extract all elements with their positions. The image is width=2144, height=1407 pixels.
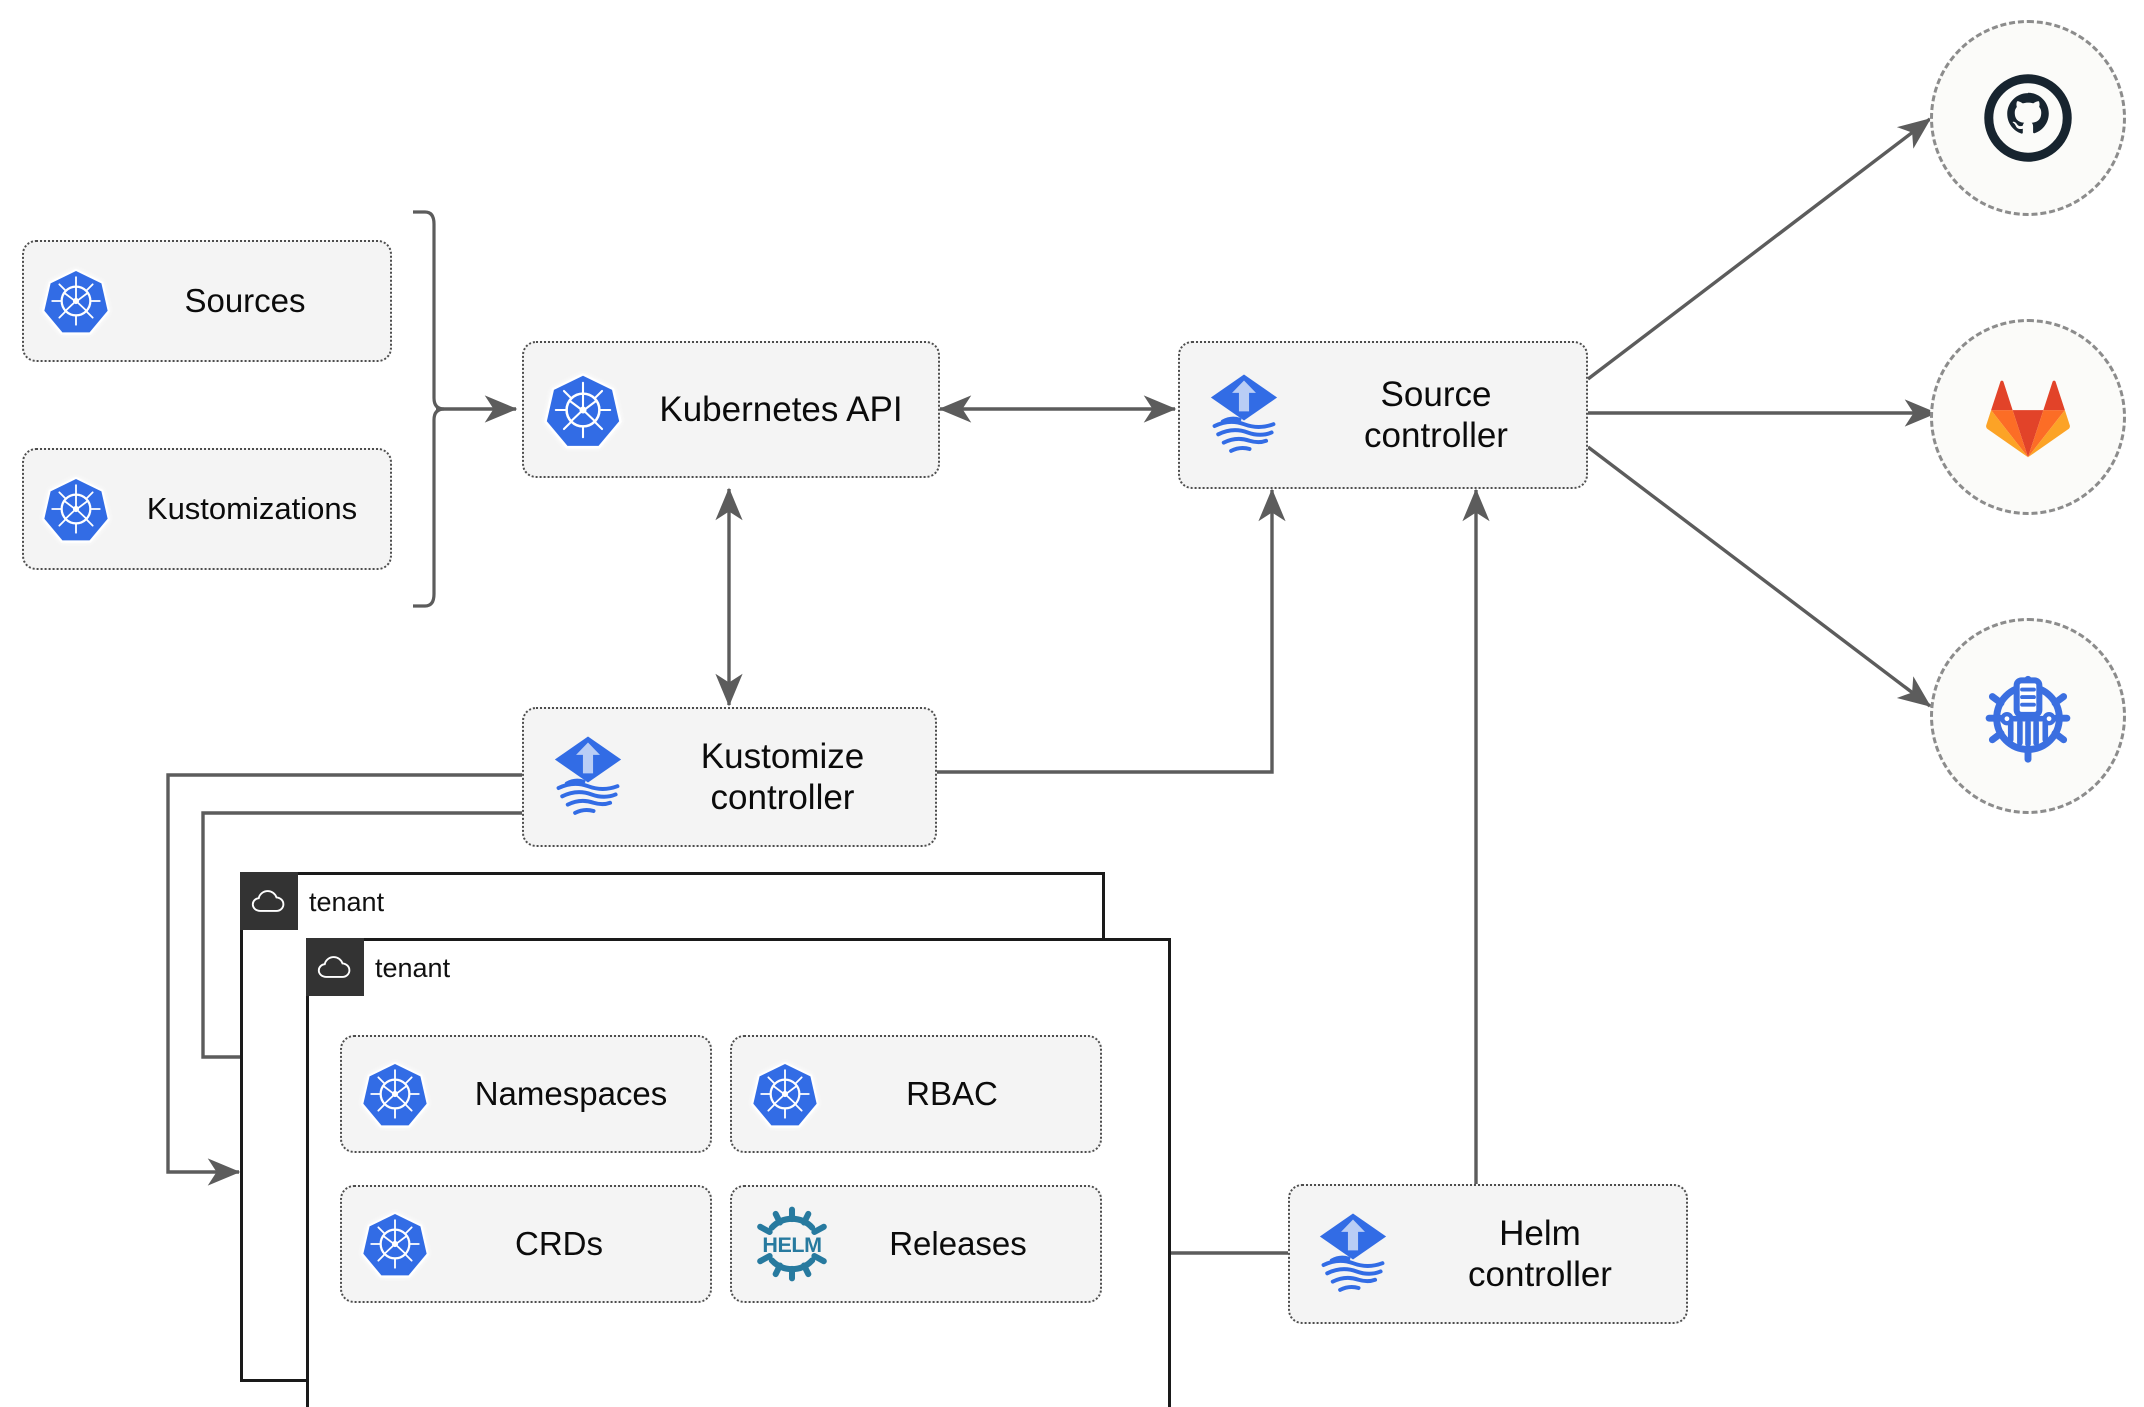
external-chartmuseum[interactable] xyxy=(1930,618,2126,814)
kubernetes-icon xyxy=(524,343,642,476)
tenant-tab-inner xyxy=(306,938,364,996)
card-kubernetes-api[interactable]: Kubernetes API xyxy=(522,341,940,478)
tenant-tab-outer xyxy=(240,872,298,930)
card-kustomizations[interactable]: Kustomizations xyxy=(22,448,392,570)
flux-icon xyxy=(1180,343,1308,487)
kubernetes-icon xyxy=(342,1037,448,1151)
card-kustomize-controller[interactable]: Kustomize controller xyxy=(522,707,937,847)
card-label: Releases xyxy=(889,1224,1027,1262)
card-label: Kubernetes API xyxy=(659,389,903,429)
edge-kustomize-to-source-controller xyxy=(937,488,1286,774)
cloud-icon xyxy=(251,888,287,914)
helm-icon: HELM xyxy=(732,1187,852,1301)
kubernetes-icon xyxy=(342,1187,448,1301)
edge-source-to-chartmuseum xyxy=(1586,445,1932,708)
edge-source-to-github xyxy=(1586,117,1932,381)
tenant-label: tenant xyxy=(375,953,451,983)
github-icon xyxy=(1975,65,2081,171)
kubernetes-icon xyxy=(24,450,128,568)
card-rbac[interactable]: RBAC xyxy=(730,1035,1102,1153)
card-label: Sources xyxy=(184,281,306,319)
flux-icon xyxy=(1290,1186,1416,1322)
cloud-icon xyxy=(317,954,353,980)
flux-icon xyxy=(524,709,652,845)
card-releases[interactable]: HELM Releases xyxy=(730,1185,1102,1303)
card-label: CRDs xyxy=(515,1224,603,1262)
card-crds[interactable]: CRDs xyxy=(340,1185,712,1303)
card-label: Source controller xyxy=(1364,374,1508,455)
svg-text:HELM: HELM xyxy=(762,1233,821,1257)
card-label: Namespaces xyxy=(474,1074,668,1112)
kubernetes-icon xyxy=(24,242,128,360)
external-gitlab[interactable] xyxy=(1930,319,2126,515)
tenant-label: tenant xyxy=(309,887,385,917)
card-source-controller[interactable]: Source controller xyxy=(1178,341,1588,489)
gitlab-icon xyxy=(1975,364,2081,470)
group-bracket xyxy=(413,210,445,608)
card-label: Kustomize controller xyxy=(700,736,865,817)
external-github[interactable] xyxy=(1930,20,2126,216)
card-sources[interactable]: Sources xyxy=(22,240,392,362)
card-label: Helm controller xyxy=(1468,1213,1612,1294)
chartmuseum-icon xyxy=(1974,662,2082,770)
card-namespaces[interactable]: Namespaces xyxy=(340,1035,712,1153)
card-helm-controller[interactable]: Helm controller xyxy=(1288,1184,1688,1324)
card-label: RBAC xyxy=(906,1074,998,1112)
kubernetes-icon xyxy=(732,1037,838,1151)
card-label: Kustomizations xyxy=(146,490,358,526)
tenant-box-inner[interactable]: tenant xyxy=(306,938,1171,1407)
